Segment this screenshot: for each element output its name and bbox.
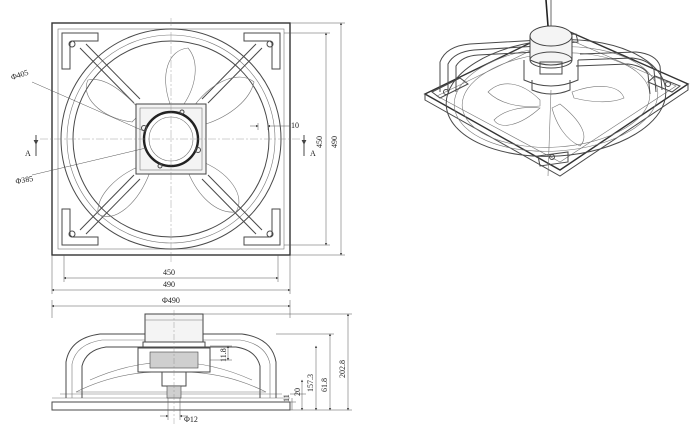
iso-blades — [487, 83, 625, 147]
dim-frame-height: 490 — [330, 136, 339, 148]
dim-fan-diameter: Φ405 — [10, 68, 30, 82]
dim-hole-pitch-height: 450 — [315, 136, 324, 148]
iso-guard-tubes — [439, 39, 663, 95]
iso-axis-line — [547, 89, 552, 177]
dim-blade-offset: 10 — [291, 121, 299, 130]
front-view: Φ405 Φ385 10 A A 450 490 — [10, 18, 345, 294]
dim-hub-gap: 11.8 — [219, 348, 228, 362]
dim-overall-width: Φ490 — [162, 296, 180, 305]
iso-motor — [523, 25, 579, 95]
iso-cable — [545, 0, 549, 27]
dim-flange-20: 20 — [293, 388, 302, 396]
hub-bolts — [141, 109, 201, 169]
section-mark-left: A — [25, 135, 39, 158]
dim-flange-11: 11 — [282, 394, 291, 402]
side-base-plate — [51, 401, 291, 411]
section-mark-right: A — [301, 135, 316, 158]
dim-frame-width: 490 — [163, 280, 175, 289]
dim-height-to-guard: 157.3 — [306, 374, 315, 392]
dim-shaft-diameter: Φ12 — [184, 415, 198, 424]
dim-hole-pitch-width: 450 — [163, 268, 175, 277]
dim-motor-height: 61.8 — [320, 378, 329, 392]
dim-hub-circle: Φ385 — [15, 174, 34, 186]
svg-text:A: A — [310, 149, 316, 158]
guard-struts — [79, 43, 263, 235]
dim-total-height: 202.8 — [338, 360, 347, 378]
side-view: Φ490 Φ12 202.8 — [51, 296, 352, 424]
corner-brackets — [61, 32, 281, 246]
svg-text:A: A — [25, 149, 31, 158]
fan-blades — [86, 47, 255, 217]
leader-hub-circle — [31, 147, 147, 176]
iso-corner-plates — [431, 33, 682, 167]
mounting-holes — [68, 40, 274, 238]
leader-fan-diameter — [31, 81, 147, 133]
isometric-view — [423, 0, 690, 177]
